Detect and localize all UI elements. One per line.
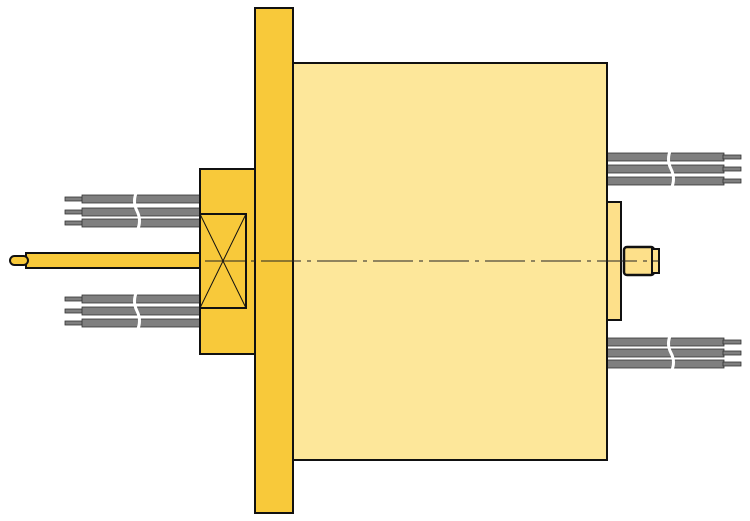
wire (81, 218, 201, 228)
wire-tip (64, 196, 84, 202)
wire-tip (64, 220, 84, 226)
wire (606, 337, 725, 347)
wire-tip (722, 339, 742, 345)
wire (81, 294, 201, 304)
wire-tip (722, 154, 742, 160)
shaft (25, 252, 203, 269)
wire (606, 152, 725, 162)
wire-tip (64, 308, 84, 314)
wire-break-mark (133, 190, 141, 232)
wire-tip (64, 296, 84, 302)
shaft-tip (9, 255, 29, 266)
wire (81, 194, 201, 204)
wire-tip (722, 178, 742, 184)
wire (606, 164, 725, 174)
wire-tip (64, 320, 84, 326)
wire-break-mark (667, 333, 675, 373)
wire-tip (722, 166, 742, 172)
wire (606, 176, 725, 186)
wire-bundles (64, 148, 742, 373)
wire-break-mark (133, 290, 141, 332)
wire-tip (722, 361, 742, 367)
wire-tip (722, 350, 742, 356)
wire (81, 306, 201, 316)
wire (606, 359, 725, 369)
wire (81, 318, 201, 328)
wire (606, 348, 725, 358)
wire-break-mark (667, 148, 675, 190)
wire-tip (64, 209, 84, 215)
wire (81, 207, 201, 217)
